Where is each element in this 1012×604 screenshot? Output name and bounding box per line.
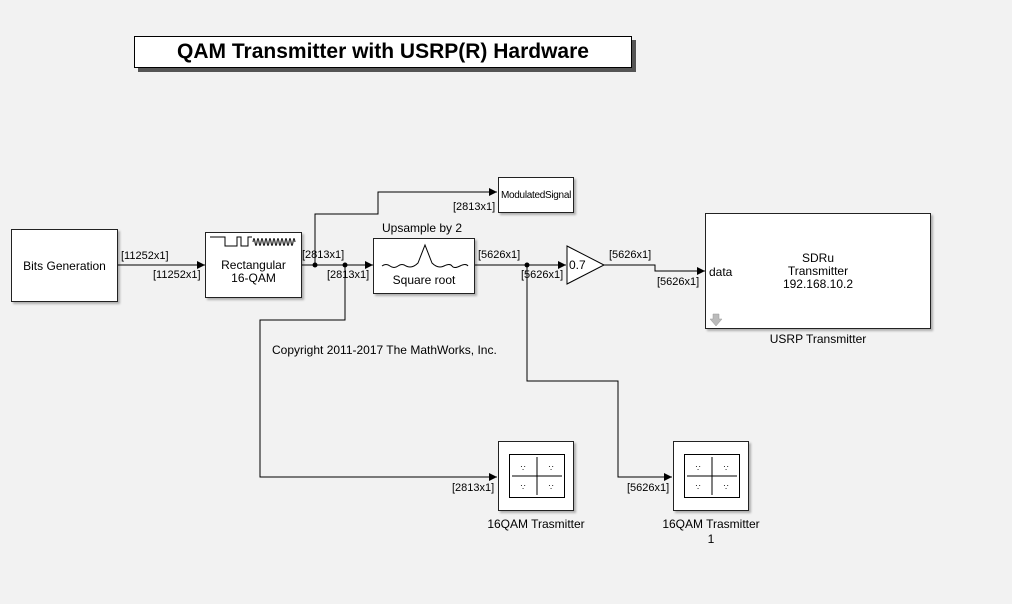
svg-text:∵: ∵ (723, 464, 728, 473)
signal-label-to-modsig: [2813x1] (453, 201, 496, 213)
modulation-waveform-icon (210, 236, 296, 247)
svg-text:∵: ∵ (695, 464, 700, 473)
modulated-signal-label: ModulatedSignal (501, 190, 571, 201)
download-arrow-icon (709, 313, 723, 327)
upsample-label: Square root (392, 273, 456, 287)
branch-point (524, 262, 530, 268)
qam-modulator-block[interactable]: Rectangular 16-QAM (205, 232, 302, 298)
sdru-transmitter-block[interactable]: data SDRu Transmitter 192.168.10.2 (705, 213, 931, 329)
bits-generation-block[interactable]: Bits Generation (11, 229, 118, 302)
modulator-label-line2: 16-QAM (231, 271, 276, 285)
scope-2-caption-line2: 1 (707, 532, 715, 546)
constellation-scope-1-block[interactable]: ∵ ∵ ∵ ∵ (498, 441, 574, 511)
sdru-label-line3: 192.168.10.2 (782, 277, 854, 291)
modulated-signal-block[interactable]: ModulatedSignal (498, 177, 574, 213)
svg-text:∵: ∵ (548, 483, 553, 492)
signal-label-bits-out: [11252x1] (121, 250, 169, 262)
upsample-top-label: Upsample by 2 (382, 221, 463, 235)
bits-generation-label: Bits Generation (23, 259, 106, 273)
constellation-plot-icon: ∵ ∵ ∵ ∵ (684, 454, 740, 498)
svg-text:∵: ∵ (548, 464, 553, 473)
signal-label-upsample-out: [5626x1] (478, 249, 521, 261)
branch-point (342, 262, 348, 268)
modulator-label-line1: Rectangular (221, 258, 286, 272)
signal-line-to-scope2[interactable] (526, 265, 672, 481)
signal-label-upsample-in: [2813x1] (327, 269, 370, 281)
copyright-text: Copyright 2011-2017 The MathWorks, Inc. (272, 343, 497, 357)
svg-text:∵: ∵ (695, 483, 700, 492)
scope-1-caption: 16QAM Trasmitter (487, 517, 585, 531)
gain-value: 0.7 (569, 258, 586, 272)
scope-2-caption-line1: 16QAM Trasmitter (662, 517, 760, 531)
svg-text:∵: ∵ (723, 483, 728, 492)
signal-label-mod-out: [2813x1] (302, 249, 345, 261)
sdru-label-line2: Transmitter (787, 264, 849, 278)
svg-text:∵: ∵ (520, 464, 525, 473)
signal-label-mod-in: [11252x1] (153, 269, 201, 281)
signal-label-gain-in: [5626x1] (521, 269, 564, 281)
sdru-data-port-label: data (709, 265, 733, 279)
svg-text:∵: ∵ (520, 483, 525, 492)
gain-block[interactable] (566, 245, 606, 285)
signal-line-to-scope1[interactable] (259, 265, 497, 481)
page-title: QAM Transmitter with USRP(R) Hardware (134, 36, 632, 68)
constellation-scope-2-block[interactable]: ∵ ∵ ∵ ∵ (673, 441, 749, 511)
signal-label-gain-out: [5626x1] (609, 249, 652, 261)
signal-line-gain-out[interactable] (604, 264, 705, 275)
signal-label-scope2-in: [5626x1] (627, 482, 670, 494)
sinc-pulse-icon (381, 243, 469, 268)
upsample-filter-block[interactable]: Square root (373, 238, 475, 294)
signal-line-to-modsig[interactable] (314, 188, 497, 265)
constellation-plot-icon: ∵ ∵ ∵ ∵ (509, 454, 565, 498)
signal-label-scope1-in: [2813x1] (452, 482, 495, 494)
branch-point (312, 262, 318, 268)
sdru-label-line1: SDRu (801, 251, 834, 265)
signal-label-sdru-in: [5626x1] (657, 276, 700, 288)
sdru-caption: USRP Transmitter (769, 332, 867, 346)
